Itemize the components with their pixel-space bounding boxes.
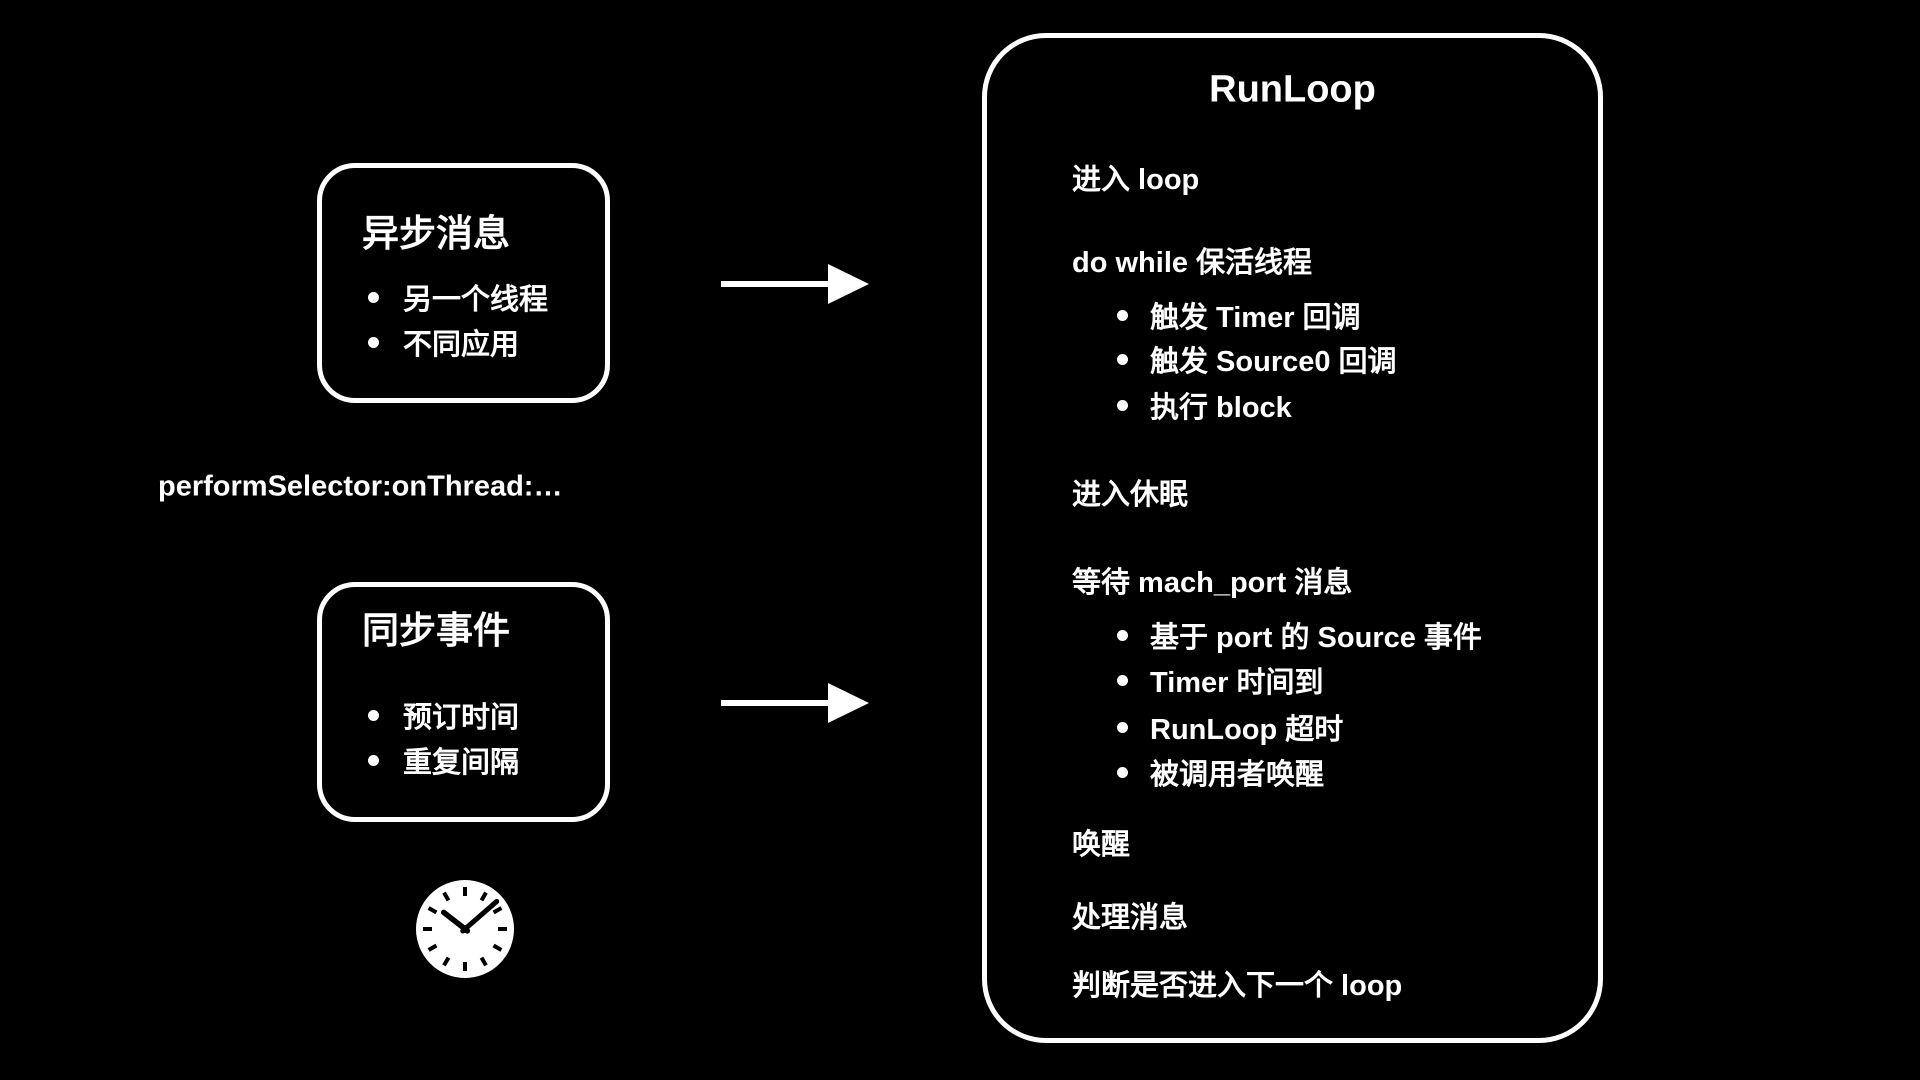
list-item: 重复间隔 <box>368 739 519 781</box>
list-item-label: 被调用者唤醒 <box>1150 759 1325 791</box>
sync-event-box: 同步事件 预订时间 重复间隔 <box>317 582 610 822</box>
arrow-right-icon <box>721 683 869 723</box>
bullet-marker <box>1117 629 1128 641</box>
list-item-label: Timer 时间到 <box>1150 667 1324 699</box>
list-item-label: 不同应用 <box>403 329 520 361</box>
runloop-box: RunLoop 进入 loop do while 保活线程 触发 Timer 回… <box>982 33 1603 1043</box>
list-item-label: 重复间隔 <box>403 747 520 779</box>
runloop-title: RunLoop <box>1209 68 1376 111</box>
bullet-marker <box>1117 309 1128 321</box>
arrow-right-icon <box>721 264 869 304</box>
bullet-marker <box>1117 353 1128 365</box>
bullet-marker <box>1117 766 1128 778</box>
runloop-bullet-woken-by-caller: 被调用者唤醒 <box>1117 751 1324 793</box>
runloop-bullet-exec-block: 执行 block <box>1117 384 1292 426</box>
list-item-label: 触发 Timer 回调 <box>1150 302 1361 334</box>
perform-selector-label: performSelector:onThread:… <box>158 470 563 503</box>
clock-icon <box>416 880 514 978</box>
runloop-bullet-runloop-timeout: RunLoop 超时 <box>1117 706 1343 748</box>
runloop-bullet-timer-fired: Timer 时间到 <box>1117 659 1324 701</box>
runloop-step-enter-loop: 进入 loop <box>1072 164 1200 196</box>
list-item-label: 执行 block <box>1150 392 1292 424</box>
runloop-step-do-while: do while 保活线程 <box>1072 247 1313 279</box>
bullet-marker <box>368 291 379 303</box>
list-item: 不同应用 <box>368 321 519 363</box>
bullet-marker <box>368 336 379 348</box>
list-item-label: 另一个线程 <box>403 284 549 316</box>
runloop-step-wait-mach-port: 等待 mach_port 消息 <box>1072 567 1353 599</box>
bullet-marker <box>368 754 379 766</box>
runloop-bullet-timer-callback: 触发 Timer 回调 <box>1117 294 1361 336</box>
async-box-title: 异步消息 <box>362 213 510 254</box>
bullet-marker <box>368 709 379 721</box>
runloop-step-sleep: 进入休眠 <box>1072 479 1189 511</box>
sync-box-title: 同步事件 <box>362 610 510 651</box>
list-item: 另一个线程 <box>368 276 548 318</box>
list-item-label: RunLoop 超时 <box>1150 714 1344 746</box>
runloop-step-handle-message: 处理消息 <box>1072 902 1189 934</box>
list-item: 预订时间 <box>368 694 519 736</box>
list-item-label: 触发 Source0 回调 <box>1150 346 1397 378</box>
list-item-label: 基于 port 的 Source 事件 <box>1150 622 1482 654</box>
async-message-box: 异步消息 另一个线程 不同应用 <box>317 163 610 403</box>
bullet-marker <box>1117 399 1128 411</box>
bullet-marker <box>1117 674 1128 686</box>
runloop-step-decide-next-loop: 判断是否进入下一个 loop <box>1072 970 1403 1002</box>
runloop-step-wake: 唤醒 <box>1072 829 1131 861</box>
runloop-bullet-port-source-event: 基于 port 的 Source 事件 <box>1117 614 1482 656</box>
runloop-bullet-source0-callback: 触发 Source0 回调 <box>1117 338 1397 380</box>
bullet-marker <box>1117 721 1128 733</box>
list-item-label: 预订时间 <box>403 702 520 734</box>
